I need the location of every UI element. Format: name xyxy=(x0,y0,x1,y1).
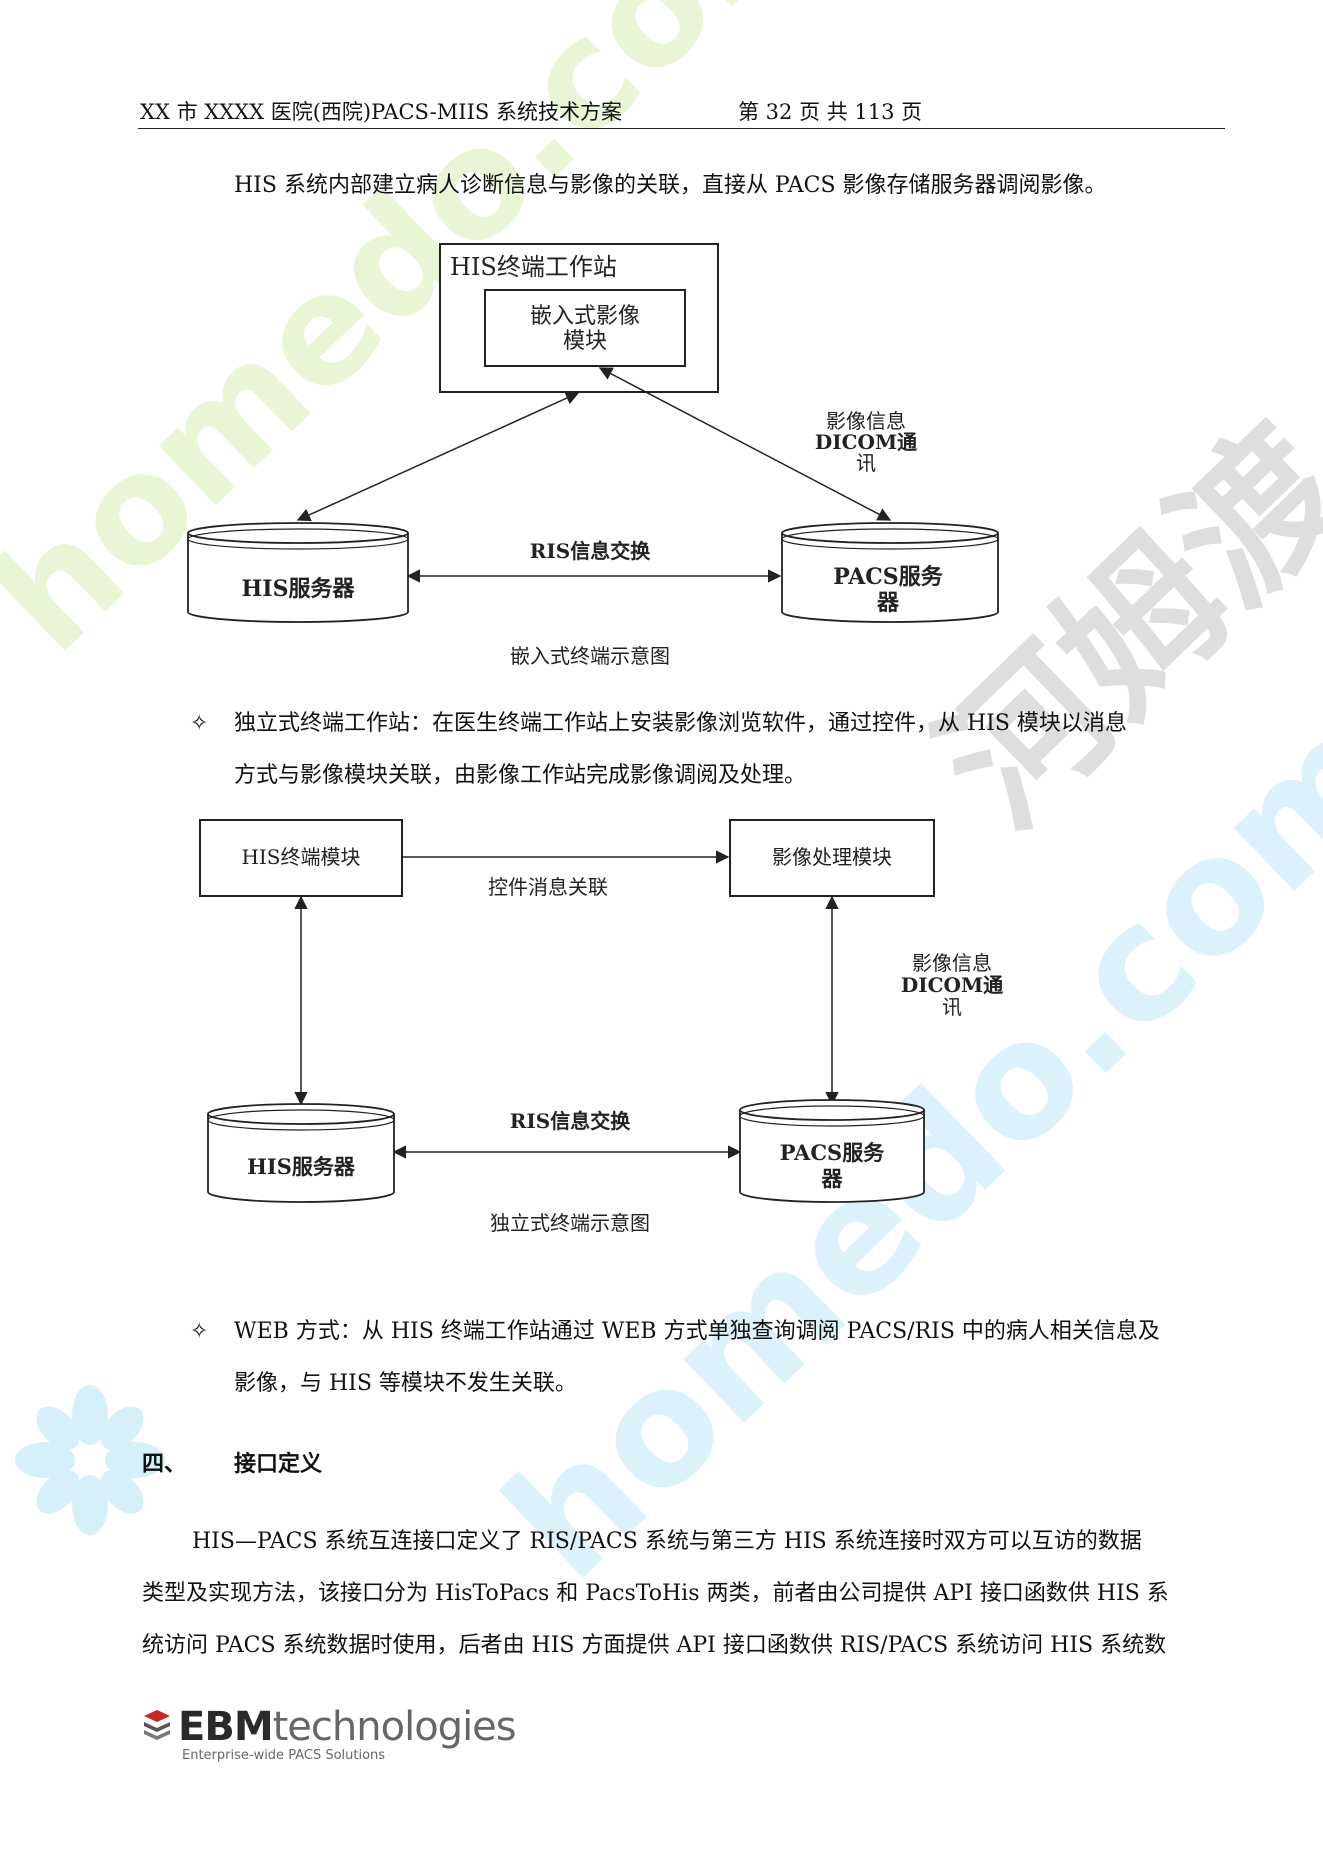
body-line2: 类型及实现方法，该接口分为 HisToPacs 和 PacsToHis 两类，前… xyxy=(142,1581,1169,1606)
image-processing-module-label: 影像处理模块 xyxy=(772,845,892,869)
header-title: XX 市 XXXX 医院(西院)PACS-MIIS 系统技术方案 xyxy=(140,100,622,124)
pacs-server-label-2a: PACS服务 xyxy=(780,1140,885,1165)
diagram1-caption: 嵌入式终端示意图 xyxy=(510,644,670,668)
bullet2-line2: 影像，与 HIS 等模块不发生关联。 xyxy=(234,1371,577,1396)
embedded-module-box xyxy=(484,289,686,367)
header-page-info: 第 32 页 共 113 页 xyxy=(738,100,923,124)
his-server-cylinder-1: HIS服务器 xyxy=(187,522,409,623)
dicom-label-1-line3: 讯 xyxy=(856,451,876,475)
bullet1-symbol: ✧ xyxy=(190,711,209,736)
his-terminal-module-box xyxy=(199,819,403,897)
his-terminal-module-label: HIS终端模块 xyxy=(241,845,360,869)
logo-brand: EBM xyxy=(178,1704,274,1750)
his-server-label-1: HIS服务器 xyxy=(242,576,356,602)
arrow-his-server-to-workstation xyxy=(296,391,580,522)
header-rule xyxy=(138,128,1225,129)
section-number: 四、 xyxy=(142,1451,187,1477)
bullet1-line1: 独立式终端工作站：在医生终端工作站上安装影像浏览软件，通过控件，从 HIS 模块… xyxy=(234,711,1127,736)
ebm-logo: EBMtechnologies Enterprise-wide PACS Sol… xyxy=(142,1704,517,1763)
pacs-server-label-1b: 器 xyxy=(876,590,900,616)
pacs-server-cylinder-1: PACS服务 器 xyxy=(781,522,999,623)
arrow-pacs-to-module xyxy=(598,367,892,521)
pacs-server-cylinder-2: PACS服务 器 xyxy=(739,1099,925,1203)
watermark-flower-icon xyxy=(10,1380,170,1540)
diagram-embedded-terminal: HIS终端工作站 嵌入式影像 模块 影像信息 DICOM通 讯 RIS信息交换 … xyxy=(187,243,999,668)
image-processing-module-box xyxy=(729,819,935,897)
intro-paragraph: HIS 系统内部建立病人诊断信息与影像的关联，直接从 PACS 影像存储服务器调… xyxy=(234,173,1107,198)
bullet1-line2: 方式与影像模块关联，由影像工作站完成影像调阅及处理。 xyxy=(234,763,807,788)
pacs-server-label-2b: 器 xyxy=(821,1166,844,1191)
dicom-label-2-line1: 影像信息 xyxy=(912,951,992,975)
his-server-cylinder-2: HIS服务器 xyxy=(207,1103,395,1203)
embedded-module-label-1: 嵌入式影像 xyxy=(530,304,640,329)
ris-exchange-label-2: RIS信息交换 xyxy=(510,1109,631,1133)
section-title: 接口定义 xyxy=(234,1451,323,1477)
logo-stack-icon xyxy=(142,1706,172,1752)
pacs-server-label-1a: PACS服务 xyxy=(833,564,943,590)
logo-tagline: Enterprise-wide PACS Solutions xyxy=(182,1748,386,1763)
his-workstation-label: HIS终端工作站 xyxy=(450,253,617,281)
diagram2-caption: 独立式终端示意图 xyxy=(490,1211,650,1235)
dicom-label-2-line3: 讯 xyxy=(942,995,962,1019)
diagram-standalone-terminal: HIS终端模块 影像处理模块 控件消息关联 影像信息 DICOM通 讯 RIS信… xyxy=(199,819,1003,1235)
embedded-module-label-2: 模块 xyxy=(563,329,607,354)
dicom-label-1-line1: 影像信息 xyxy=(826,409,906,433)
bullet2-line1: WEB 方式：从 HIS 终端工作站通过 WEB 方式单独查询调阅 PACS/R… xyxy=(234,1319,1160,1344)
dicom-label-1-line2: DICOM通 xyxy=(815,430,917,454)
logo-suffix: technologies xyxy=(272,1704,517,1750)
body-line3: 统访问 PACS 系统数据时使用，后者由 HIS 方面提供 API 接口函数供 … xyxy=(142,1633,1167,1658)
dicom-label-2-line2: DICOM通 xyxy=(901,973,1003,997)
his-server-label-2: HIS服务器 xyxy=(247,1154,356,1179)
bullet2-symbol: ✧ xyxy=(190,1319,209,1344)
ris-exchange-label-1: RIS信息交换 xyxy=(530,539,651,563)
control-message-label: 控件消息关联 xyxy=(488,875,608,899)
body-line1: HIS—PACS 系统互连接口定义了 RIS/PACS 系统与第三方 HIS 系… xyxy=(192,1529,1142,1554)
